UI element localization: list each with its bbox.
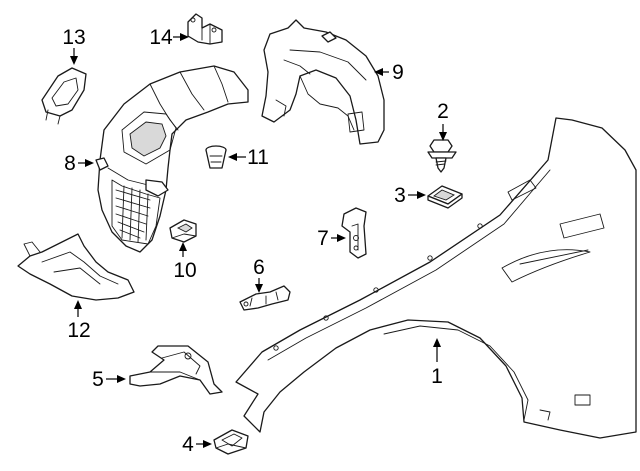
callout-6: 6 [253,256,265,279]
part-13-bracket[interactable] [41,67,87,125]
callout-9: 9 [392,61,404,84]
part-7-bracket[interactable] [341,207,367,259]
callout-14: 14 [149,26,173,49]
part-9-rear-liner[interactable] [261,19,385,145]
callout-13: 13 [62,26,85,49]
callout-3: 3 [394,184,406,207]
callout-2: 2 [437,100,449,123]
callout-12: 12 [67,319,90,342]
part-1-fender[interactable] [235,117,637,439]
callout-8: 8 [64,152,76,175]
callout-4: 4 [182,433,194,456]
part-12-splash-shield[interactable] [17,233,135,301]
part-14-bracket[interactable] [187,13,223,45]
part-4-nut-clip[interactable] [213,429,249,455]
callout-7: 7 [317,227,329,250]
callout-11: 11 [247,146,269,169]
part-8-fender-liner[interactable] [95,65,249,253]
part-3-clip[interactable] [427,185,463,209]
part-11-push-rivet[interactable] [205,145,227,169]
part-2-bolt[interactable] [427,139,457,173]
part-5-bracket[interactable] [129,345,223,395]
callout-5: 5 [92,368,104,391]
part-10-clip[interactable] [169,219,197,243]
callout-10: 10 [173,259,196,282]
callout-1: 1 [431,365,443,388]
callout-numbers: 1 2 3 4 5 6 7 8 9 10 11 12 13 14 [62,26,449,456]
leader-lines [70,33,447,448]
part-6-small-bracket[interactable] [239,285,291,311]
